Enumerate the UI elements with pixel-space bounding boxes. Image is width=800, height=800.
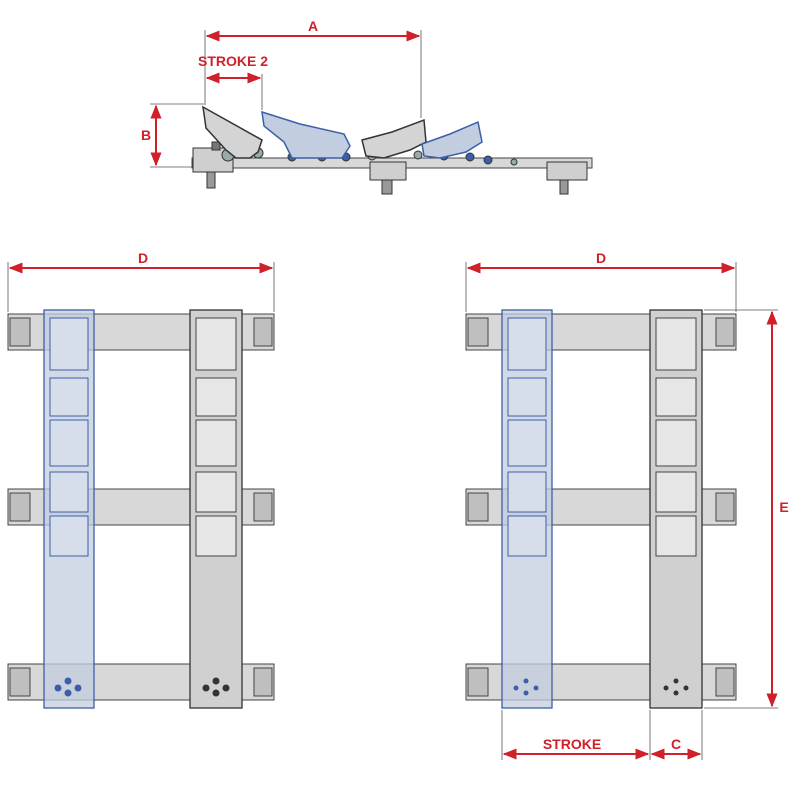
top-view-left bbox=[7, 309, 275, 709]
side-right-block bbox=[546, 161, 588, 181]
dimension-c: C bbox=[650, 710, 703, 760]
label-d-right: D bbox=[596, 250, 606, 266]
label-b: B bbox=[141, 127, 151, 143]
dimension-b: B bbox=[141, 103, 204, 168]
side-center-block bbox=[369, 161, 407, 181]
dimension-d-left: D bbox=[7, 250, 275, 312]
label-stroke-2: STROKE 2 bbox=[198, 53, 268, 69]
label-d-left: D bbox=[138, 250, 148, 266]
label-e: E bbox=[779, 499, 788, 515]
side-ghost-jaw-right bbox=[421, 120, 483, 159]
side-jaw-left bbox=[202, 105, 263, 159]
side-view bbox=[191, 105, 593, 195]
right-jaw-closed-slats bbox=[655, 317, 697, 557]
dimension-stroke-2: STROKE 2 bbox=[198, 53, 268, 110]
left-jaw-ghost-slats bbox=[49, 317, 89, 557]
side-jaw-right bbox=[361, 118, 427, 159]
label-stroke: STROKE bbox=[543, 736, 601, 752]
label-c: C bbox=[671, 736, 681, 752]
label-a: A bbox=[308, 18, 318, 34]
top-view-right bbox=[465, 309, 737, 709]
dimension-d-right: D bbox=[465, 250, 737, 312]
right-jaw-ghost-slats bbox=[507, 317, 547, 557]
dimension-a: A bbox=[204, 18, 422, 118]
dimension-e: E bbox=[704, 309, 789, 709]
left-jaw-closed-slats bbox=[195, 317, 237, 557]
side-ghost-jaw-left bbox=[261, 110, 351, 159]
dimension-stroke: STROKE bbox=[501, 710, 651, 760]
